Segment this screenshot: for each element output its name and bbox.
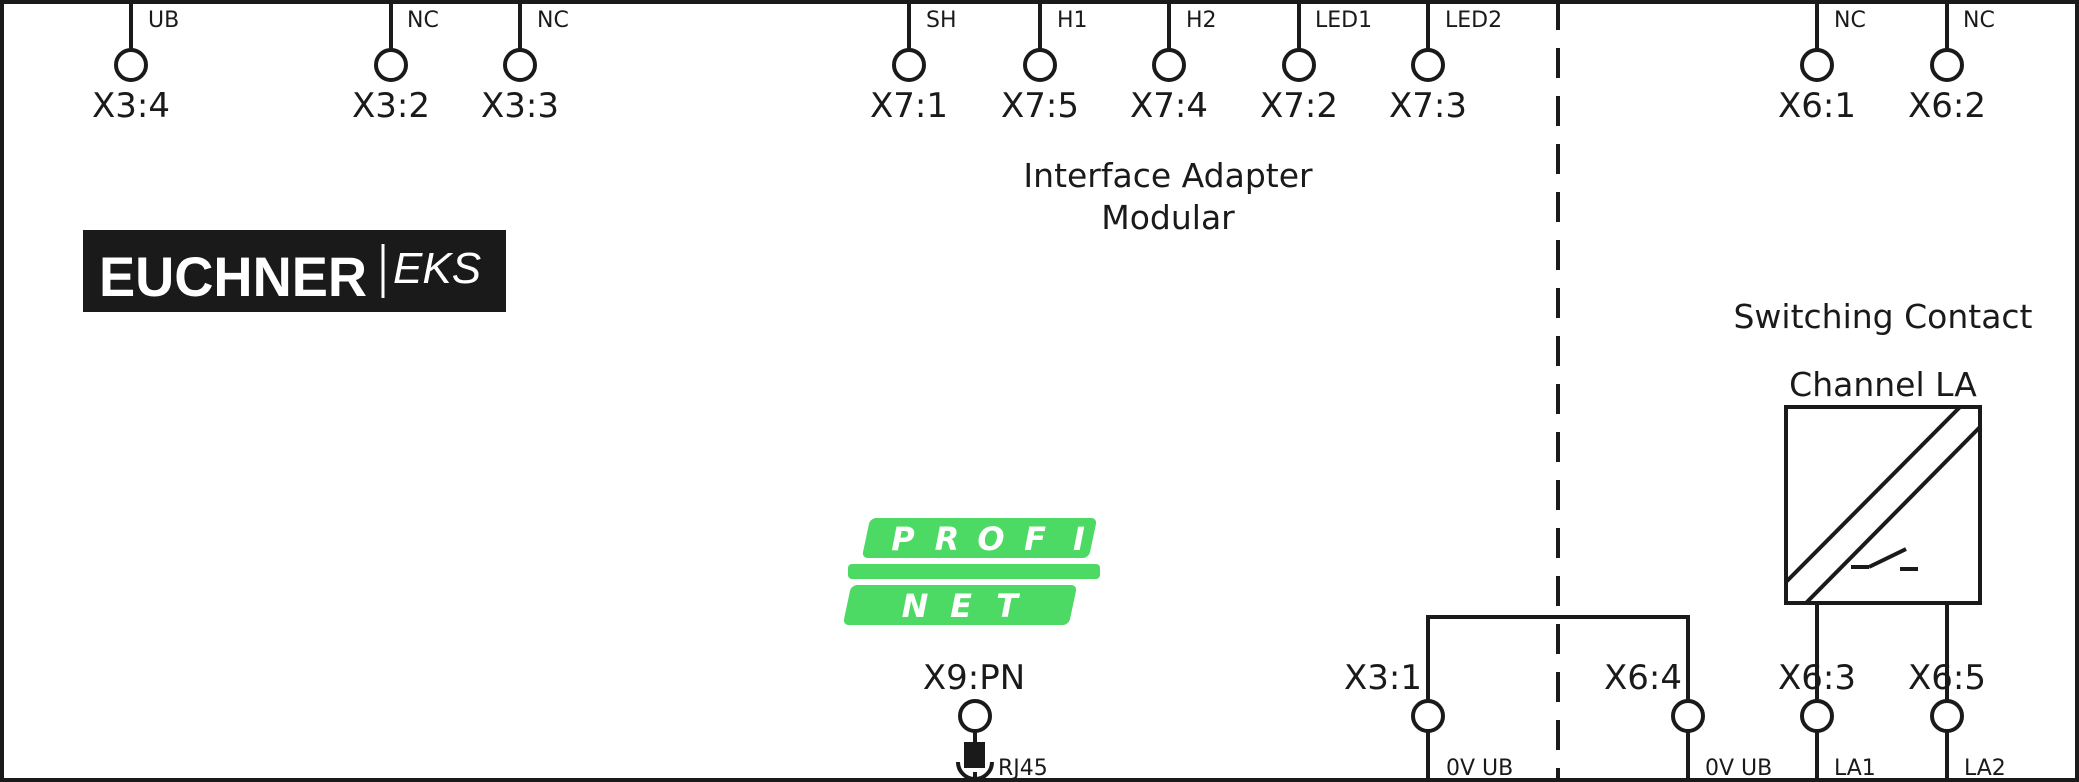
logo-brand: EUCHNER [99,245,367,308]
relay-box [1784,405,1982,605]
signal-label: UB [148,8,179,33]
bottom-terminal-x6-3: X6:3 LA1 [1778,603,1876,782]
profinet-letter: E [950,587,972,625]
terminal-label: X3:4 [92,86,170,126]
terminal-label: X7:2 [1260,86,1338,126]
profinet-letter: R [935,520,960,558]
bottom-terminal-x6-4: X6:4 0V UB [1604,658,1772,782]
terminal-label: X3:3 [481,86,559,126]
euchner-eks-logo: EUCHNER EKS [83,230,506,312]
signal-label: NC [1963,8,1995,33]
profinet-letter: O [977,520,1004,558]
ground-bus [1426,615,1690,700]
top-terminal-x6-1: NC X6:1 [1778,0,1866,126]
profinet-letter: I [1073,520,1085,558]
terminal-label: X6:1 [1778,86,1856,126]
signal-label: NC [407,8,439,33]
terminal-label: X7:3 [1389,86,1467,126]
rj45-connector-icon [956,742,994,782]
signal-label: LED1 [1315,8,1372,33]
terminal-label: X7:5 [1001,86,1079,126]
top-terminal-x7-2: LED1 X7:2 [1260,0,1372,126]
profinet-letter: F [1024,520,1046,558]
top-terminal-x7-3: LED2 X7:3 [1389,0,1502,126]
signal-label: H1 [1057,8,1088,33]
connector-label: RJ45 [998,756,1048,781]
profinet-letter: P [891,520,915,558]
signal-label: H2 [1186,8,1217,33]
profinet-logo: P R O F I N E T [843,518,1100,625]
top-terminal-x3-3: NC X3:3 [481,0,569,126]
signal-label: LED2 [1445,8,1502,33]
module-title-line1: Interface Adapter [1023,156,1313,195]
bottom-terminal-x6-5: X6:5 LA2 [1908,603,2006,782]
module-title-line2: Modular [1101,198,1235,237]
signal-label: LA1 [1834,756,1876,781]
terminal-label: X7:1 [870,86,948,126]
profinet-letter: T [996,587,1020,625]
signal-label: 0V UB [1705,756,1772,781]
top-terminal-x3-2: NC X3:2 [352,0,439,126]
top-terminal-x7-5: H1 X7:5 [1001,0,1088,126]
bottom-terminal-x3-1: X3:1 0V UB [1344,658,1513,782]
port-label: X9:PN [923,658,1025,698]
terminal-label: X3:2 [352,86,430,126]
top-terminal-x7-4: H2 X7:4 [1130,0,1217,126]
logo-product: EKS [393,244,481,293]
terminal-label: X6:4 [1604,658,1682,698]
signal-label: SH [926,8,957,33]
switch-contact-icon [1851,547,1918,571]
signal-label: NC [1834,8,1866,33]
top-terminal-x7-1: SH X7:1 [870,0,957,126]
top-terminal-x6-2: NC X6:2 [1908,0,1995,126]
terminal-label: X6:3 [1778,658,1856,698]
x9-pn-port: X9:PN RJ45 [923,658,1048,782]
signal-label: LA2 [1964,756,2006,781]
signal-label: 0V UB [1446,756,1513,781]
channel-label: Channel LA [1789,365,1977,404]
profinet-letter: N [902,587,929,625]
terminal-label: X7:4 [1130,86,1208,126]
switching-contact-title: Switching Contact [1733,297,2032,336]
terminal-label: X6:5 [1908,658,1986,698]
top-terminal-x3-4: UB X3:4 [92,0,179,126]
terminal-label: X6:2 [1908,86,1986,126]
signal-label: NC [537,8,569,33]
terminal-label: X3:1 [1344,658,1422,698]
